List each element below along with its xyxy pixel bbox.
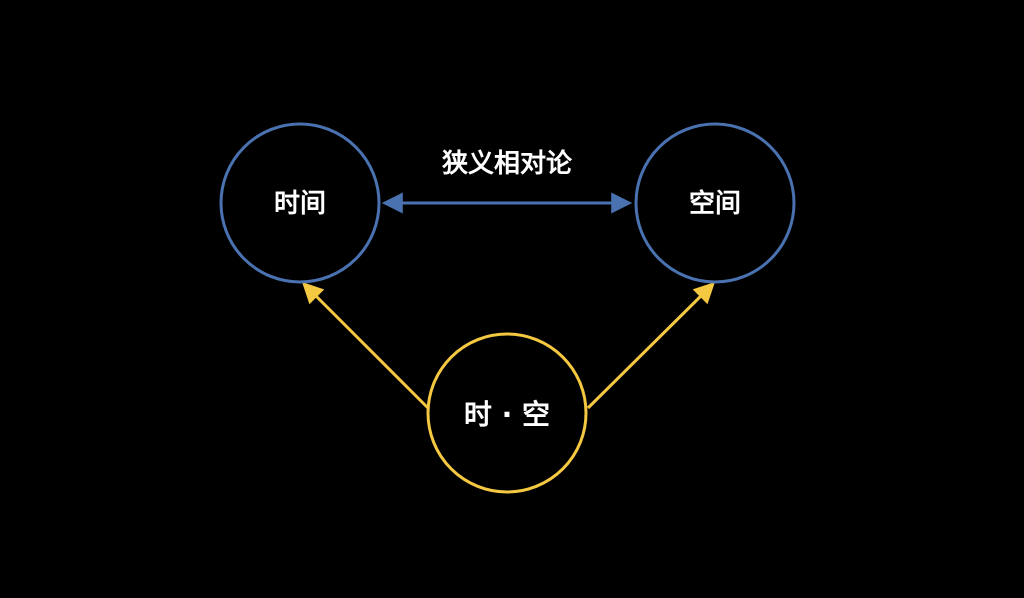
spacetime-node-circle	[426, 332, 588, 494]
spacetime-to-time-arrow	[302, 282, 430, 410]
space-node-circle	[634, 122, 796, 284]
space-node: 空间	[634, 122, 796, 284]
space-node-label: 空间	[689, 188, 741, 219]
time-node: 时间	[219, 122, 381, 284]
spacetime-to-space-arrow	[586, 282, 715, 410]
time-node-label: 时间	[274, 189, 326, 219]
spacetime-node: 时 · 空	[426, 332, 588, 494]
time-node-circle	[219, 122, 381, 284]
relativity-label: 狭义相对论	[441, 149, 573, 179]
spacetime-node-label: 时 · 空	[464, 398, 550, 431]
